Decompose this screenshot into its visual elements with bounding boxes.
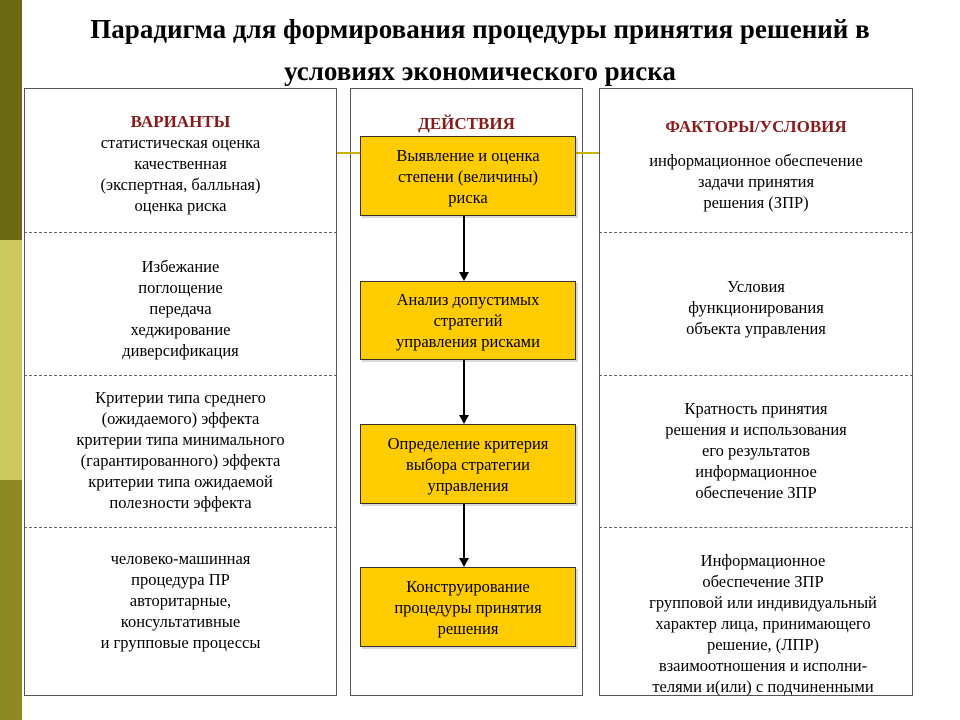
row-divider [599, 527, 913, 528]
row-divider [24, 375, 337, 376]
slide-title: Парадигма для формирования процедуры при… [90, 14, 870, 86]
flow-arrow-line [463, 504, 465, 558]
accent-bar-bottom [0, 480, 22, 720]
connector-left [337, 152, 360, 154]
row-divider [24, 527, 337, 528]
actions-heading: ДЕЙСТВИЯ [418, 114, 515, 133]
variants-heading: ВАРИАНТЫ [130, 112, 231, 131]
factors-column [599, 88, 913, 696]
arrow-down-icon [459, 272, 469, 281]
factors-heading: ФАКТОРЫ/УСЛОВИЯ [665, 117, 847, 136]
row-divider [599, 375, 913, 376]
flow-arrow-line [463, 360, 465, 415]
variants-column [24, 88, 337, 696]
connector-right [576, 152, 599, 154]
accent-bar-top [0, 0, 22, 240]
row-divider [599, 232, 913, 233]
arrow-down-icon [459, 558, 469, 567]
row-divider [24, 232, 337, 233]
flow-arrow-line [463, 216, 465, 272]
variants-cell-3: Критерии типа среднего(ожидаемого) эффек… [76, 388, 285, 512]
actions-column [350, 88, 583, 696]
arrow-down-icon [459, 415, 469, 424]
accent-bar-middle [0, 240, 22, 480]
